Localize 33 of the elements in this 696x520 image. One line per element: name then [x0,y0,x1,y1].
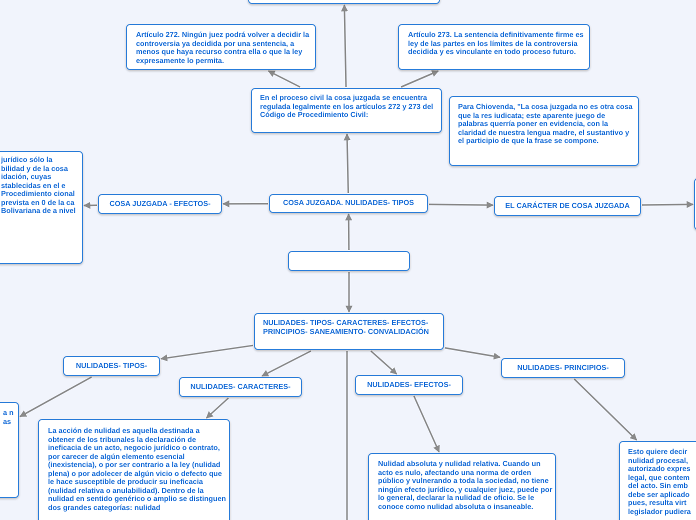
arrow [344,133,351,194]
arrow [206,397,229,419]
topic-box [251,88,442,133]
arrow [222,200,268,208]
arrow [400,70,439,88]
arrow [413,396,440,453]
empty-box [288,251,410,271]
topic-box [254,313,444,350]
arrow [574,378,638,441]
topic-box [269,194,428,213]
quote-box [449,96,639,166]
topic-box [494,196,641,216]
arrow [83,202,98,209]
topic-box [98,194,222,214]
topic-box [501,358,625,378]
arrow [444,347,501,360]
arrow [160,344,254,362]
arrow [341,4,348,88]
topic-box [63,356,160,376]
topic-box [179,377,302,397]
arrow [19,376,92,418]
arrow [642,200,694,208]
arrow [370,350,398,375]
arrow [268,70,300,88]
article-box [126,24,316,70]
arrow [345,213,352,250]
note-box [38,419,230,520]
arrow [346,272,352,313]
topic-box [355,375,463,395]
arrow [429,202,494,209]
connector-line [346,351,348,520]
article-box [398,24,590,70]
arrow [261,350,312,377]
